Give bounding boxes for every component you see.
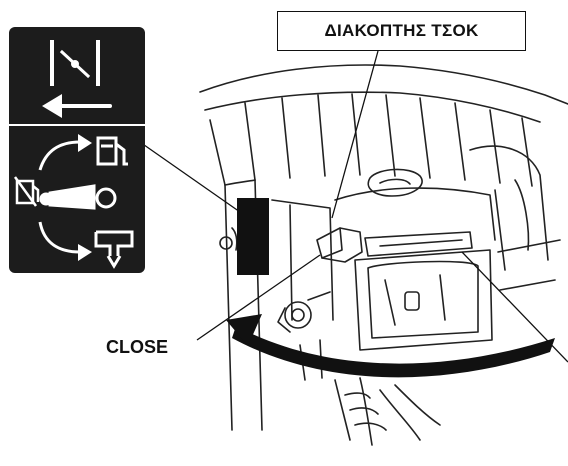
fuel-pump-icon (96, 136, 128, 166)
choke-housing (334, 187, 496, 241)
close-direction-arrow (226, 314, 555, 378)
choke-switch-callout: ΔΙΑΚΟΠΤΗΣ ΤΣΟΚ (277, 11, 526, 51)
callout-leader-line (331, 50, 379, 219)
decal-leader-line (136, 139, 241, 213)
engine-top-shroud (199, 64, 568, 105)
left-arrow-icon (42, 94, 112, 118)
choke-decal-panel (9, 27, 145, 273)
close-leader-line (196, 254, 321, 341)
no-fuel-icon (13, 176, 40, 207)
curved-arrow-down-icon (38, 221, 92, 261)
engine-decal-sticker (237, 198, 269, 275)
choke-symbol-icon (50, 40, 100, 86)
curved-arrow-up-icon (38, 134, 92, 171)
engine-left-housing (224, 184, 233, 431)
fuel-drain-icon (94, 230, 134, 269)
close-label: CLOSE (106, 337, 169, 357)
choke-lever-icon (39, 184, 117, 210)
